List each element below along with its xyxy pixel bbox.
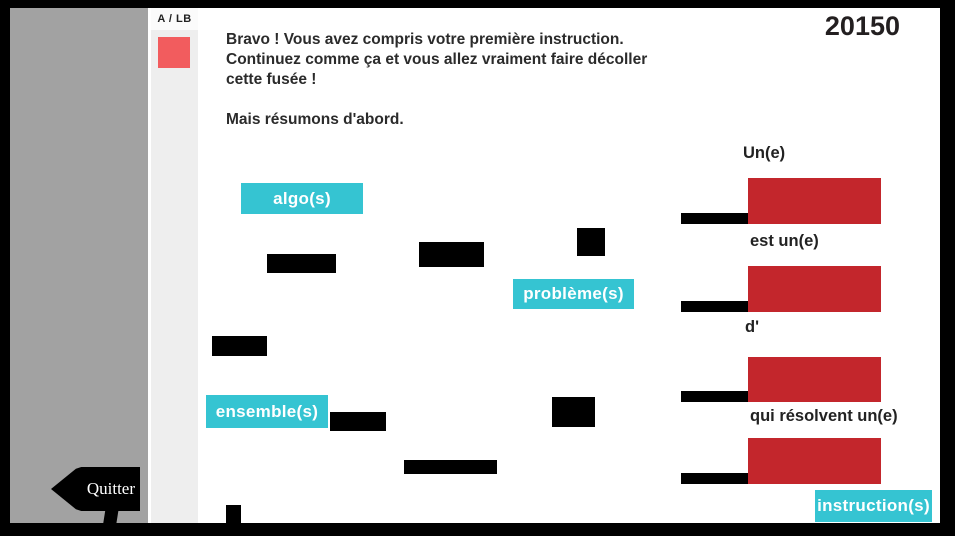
- redacted-word-tile[interactable]: [577, 228, 605, 256]
- progress-strip: [151, 8, 198, 523]
- left-panel: [10, 8, 148, 523]
- word-tile-algos[interactable]: algo(s): [241, 183, 363, 214]
- word-tile-ensembles[interactable]: ensemble(s): [206, 395, 328, 428]
- drop-zone[interactable]: [748, 178, 881, 224]
- redacted-word-tile[interactable]: [330, 412, 386, 431]
- quit-button-label: Quitter: [86, 479, 135, 498]
- slot-connector: [681, 473, 748, 484]
- score-display: 20150: [824, 11, 900, 41]
- intro-text-line: Continuez comme ça et vous allez vraimen…: [226, 51, 648, 68]
- summary-text: Mais résumons d'abord.: [226, 111, 404, 128]
- slot-label: qui résolvent un(e): [750, 407, 898, 425]
- slot-connector: [681, 391, 748, 402]
- redacted-word-tile[interactable]: [267, 254, 336, 273]
- intro-text: Bravo ! Vous avez compris votre première…: [226, 30, 746, 90]
- redacted-word-tile[interactable]: [552, 397, 595, 427]
- redacted-word-tile[interactable]: [226, 505, 241, 524]
- drop-zone[interactable]: [748, 266, 881, 312]
- redacted-word-tile[interactable]: [212, 336, 267, 356]
- level-label: A / LB: [151, 8, 198, 30]
- slot-label: est un(e): [750, 232, 819, 250]
- redacted-word-tile[interactable]: [404, 460, 497, 474]
- progress-marker: [158, 37, 190, 68]
- intro-text-line: cette fusée !: [226, 71, 317, 88]
- slot-connector: [681, 301, 748, 312]
- word-tile-problemes[interactable]: problème(s): [513, 279, 634, 309]
- redacted-word-tile[interactable]: [419, 242, 484, 267]
- slot-label: Un(e): [743, 144, 786, 162]
- drop-zone[interactable]: [748, 438, 881, 484]
- intro-text-line: Bravo ! Vous avez compris votre première…: [226, 31, 624, 48]
- word-tile-instructions[interactable]: instruction(s): [815, 490, 932, 522]
- slot-connector: [681, 213, 748, 224]
- drop-zone[interactable]: [748, 357, 881, 402]
- slot-label: d': [745, 318, 760, 336]
